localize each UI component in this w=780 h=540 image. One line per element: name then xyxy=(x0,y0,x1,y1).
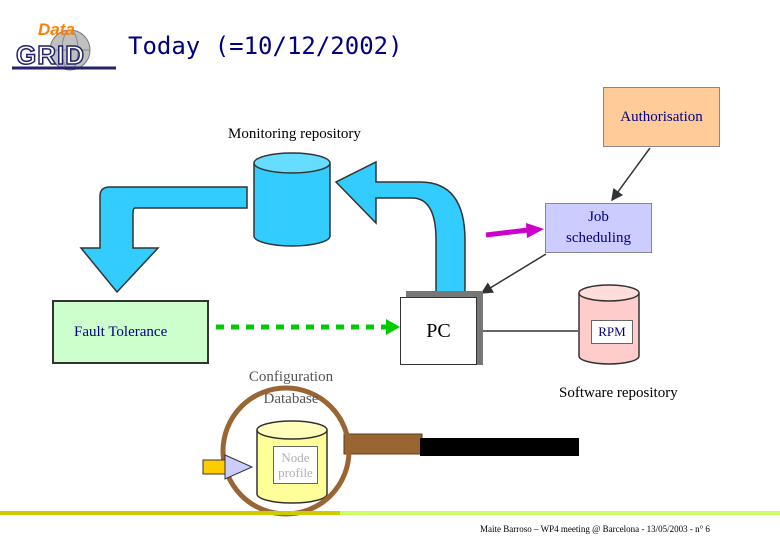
node-profile-line2: profile xyxy=(278,465,313,480)
monitoring-repository-icon xyxy=(253,152,331,247)
fault-to-pc-arrowhead xyxy=(386,319,400,335)
magnifier-handle xyxy=(343,433,423,455)
authorisation-label: Authorisation xyxy=(620,108,703,125)
job-scheduling-label-line1: Job xyxy=(588,209,609,225)
rpm-label: RPM xyxy=(598,324,626,339)
software-repository-label: Software repository xyxy=(559,385,678,401)
node-profile-box: Node profile xyxy=(273,446,318,484)
footer-text: Maite Barroso – WP4 meeting @ Barcelona … xyxy=(480,524,710,534)
configuration-label-line1: Configuration xyxy=(248,369,334,385)
fault-tolerance-box: Fault Tolerance xyxy=(52,300,209,364)
job-scheduling-box: Job scheduling xyxy=(545,203,652,253)
job-scheduling-label-line2: scheduling xyxy=(566,230,631,246)
config-input-arrow xyxy=(202,454,254,480)
job-input-arrow xyxy=(485,223,544,238)
monitoring-to-fault-arrow xyxy=(79,186,248,294)
pc-box: PC xyxy=(400,297,477,365)
node-profile-line1: Node xyxy=(281,450,310,465)
logo-globe-icon xyxy=(12,29,116,71)
authorisation-to-job-connector xyxy=(611,147,651,202)
rpm-box: RPM xyxy=(591,320,633,344)
configuration-database-label: Configuration Database xyxy=(236,366,346,410)
logo-grid-text: GRID xyxy=(15,39,85,71)
pc-label: PC xyxy=(426,319,451,342)
logo-data-text: Data xyxy=(38,20,75,39)
job-to-pc-connector xyxy=(480,253,547,294)
redaction-bar xyxy=(420,438,579,456)
fault-tolerance-label: Fault Tolerance xyxy=(74,323,168,340)
page-title: Today (=10/12/2002) xyxy=(128,32,403,60)
authorisation-box: Authorisation xyxy=(603,87,720,147)
pc-to-monitoring-arrow xyxy=(334,160,466,296)
monitoring-repository-label: Monitoring repository xyxy=(228,126,361,142)
configuration-label-line2: Database xyxy=(263,391,319,407)
